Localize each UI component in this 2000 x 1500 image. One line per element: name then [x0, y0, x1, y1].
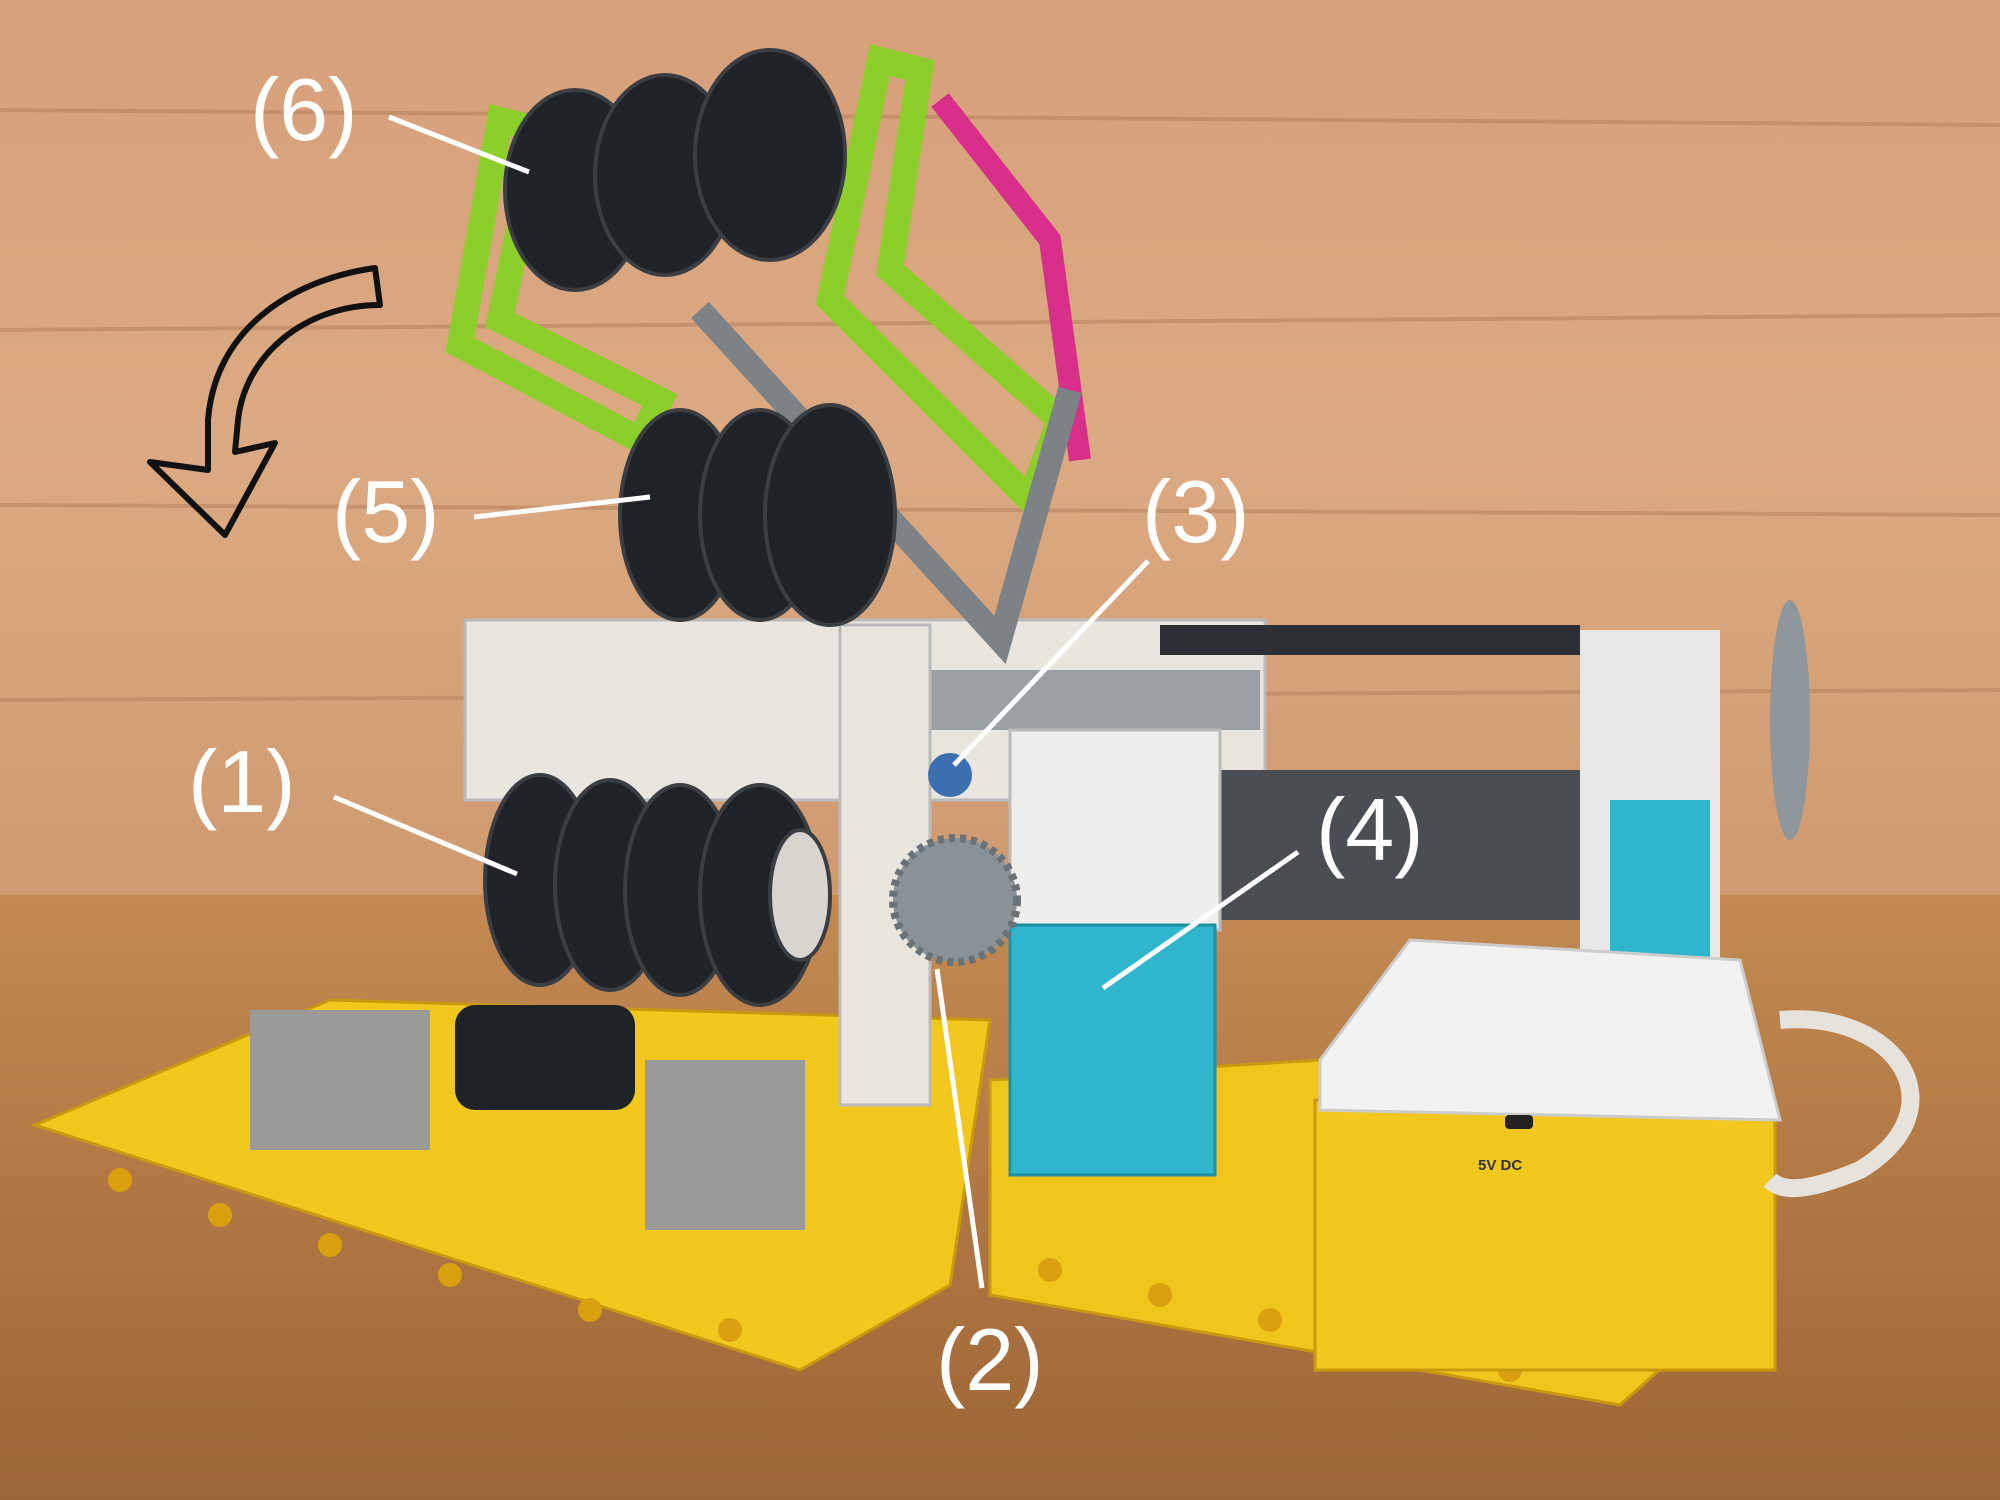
label-5: (5) — [332, 462, 440, 561]
hub-marking: 5V DC — [1478, 1157, 1522, 1174]
large-gear — [889, 834, 1021, 966]
pulley — [1770, 600, 1810, 840]
hub-white-top — [1318, 938, 1782, 1122]
grey-block-left — [250, 1010, 430, 1150]
motor-cyan — [1008, 923, 1217, 1177]
label-4: (4) — [1316, 780, 1424, 879]
grey-beam — [890, 670, 1260, 730]
label-2: (2) — [936, 1310, 1044, 1409]
hub-cable — [1763, 1010, 1920, 1198]
dark-beam-lower — [1220, 770, 1600, 920]
grey-block-right — [645, 1060, 805, 1230]
callout-line-6 — [388, 114, 530, 175]
callout-line-2 — [934, 968, 985, 1289]
right-motor-cyan — [1610, 800, 1710, 960]
dark-beam — [1160, 625, 1580, 655]
rotation-arrow-icon — [147, 265, 383, 538]
hub-usb-port — [1505, 1115, 1533, 1129]
callout-line-4 — [1101, 849, 1300, 991]
top-wheels — [503, 48, 847, 292]
motor-white — [1008, 728, 1222, 932]
magenta-frame — [931, 93, 1091, 462]
hub-yellow — [1313, 1098, 1777, 1372]
callout-line-3 — [952, 559, 1150, 767]
label-6: (6) — [250, 60, 358, 159]
label-1: (1) — [188, 732, 296, 831]
black-piece — [455, 1005, 635, 1110]
middle-wheels — [618, 403, 897, 627]
bottom-wheels — [483, 773, 832, 1007]
small-gear — [928, 753, 972, 797]
callout-line-5 — [473, 494, 651, 520]
callout-line-1 — [333, 794, 518, 877]
label-3: (3) — [1142, 462, 1250, 561]
